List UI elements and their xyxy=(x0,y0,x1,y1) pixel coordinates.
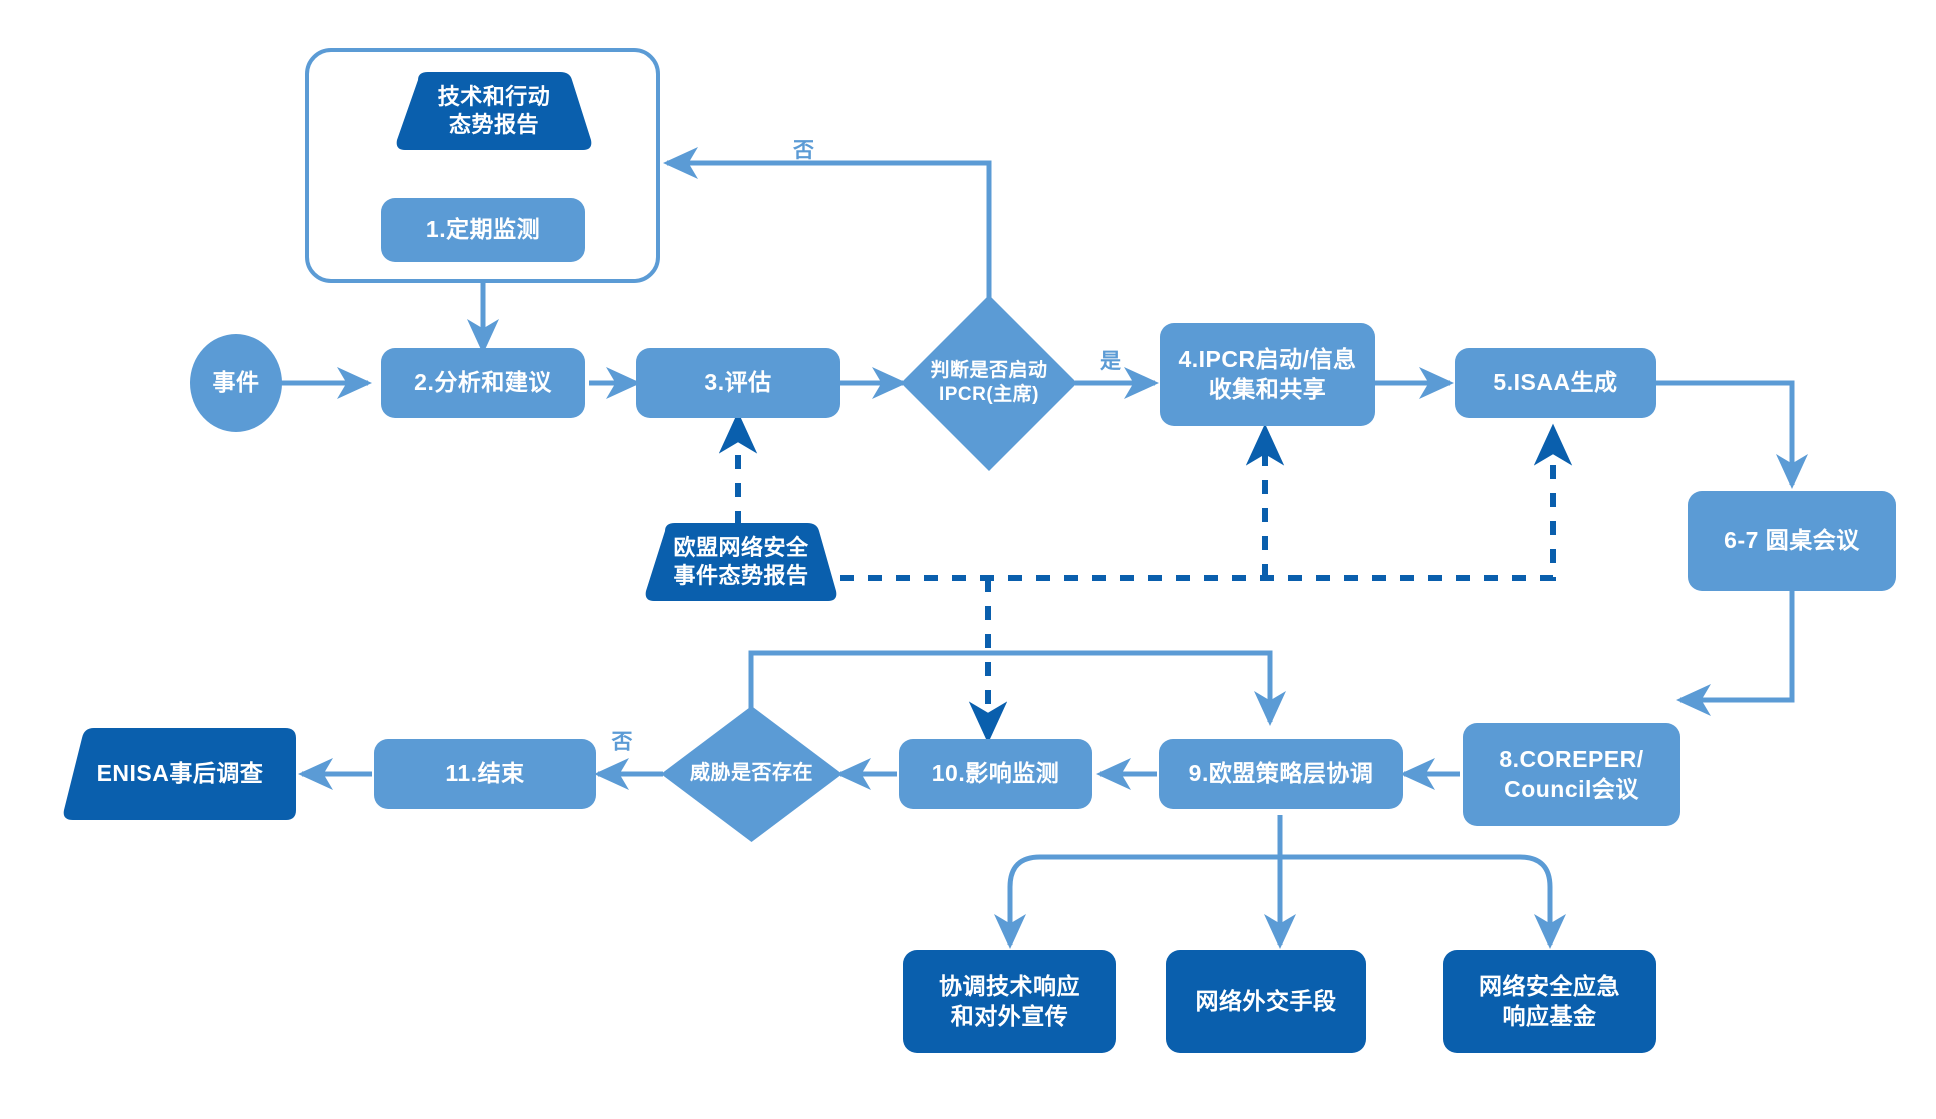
node-tech-report-line1: 技术和行动 xyxy=(437,83,551,109)
node-isaa-generation[interactable]: 5.ISAA生成 xyxy=(1455,348,1656,418)
edge-label-no-top: 否 xyxy=(793,139,814,162)
diamond-shape xyxy=(661,706,842,842)
edge-label-yes: 是 xyxy=(1100,350,1121,373)
node-tech-response-line1: 协调技术响应 xyxy=(939,973,1080,1000)
node-eu-cyber-report-line2: 事件态势报告 xyxy=(673,563,809,588)
node-decision-ipcr-line1: 判断是否启动 xyxy=(930,359,1048,381)
node-ipcr-start[interactable]: 4.IPCR启动/信息 收集和共享 xyxy=(1160,323,1375,426)
node-threat-exists-label: 威胁是否存在 xyxy=(690,762,813,785)
node-enisa-investigation[interactable]: ENISA事后调查 xyxy=(60,726,300,822)
node-eu-cyber-report-line1: 欧盟网络安全 xyxy=(673,534,809,560)
node-impact-monitoring[interactable]: 10.影响监测 xyxy=(899,739,1092,809)
edge-label-no-bottom: 否 xyxy=(609,730,632,751)
node-assessment-label: 3.评估 xyxy=(704,369,772,396)
node-assessment[interactable]: 3.评估 xyxy=(636,348,840,418)
node-end-label: 11.结束 xyxy=(445,760,525,787)
node-roundtable[interactable]: 6-7 圆桌会议 xyxy=(1688,491,1896,591)
node-analysis-advice-label: 2.分析和建议 xyxy=(414,369,552,396)
node-tech-response[interactable]: 协调技术响应 和对外宣传 xyxy=(903,950,1116,1053)
node-isaa-generation-label: 5.ISAA生成 xyxy=(1493,369,1618,396)
node-ipcr-start-line2: 收集和共享 xyxy=(1208,375,1327,402)
node-impact-monitoring-label: 10.影响监测 xyxy=(931,760,1060,787)
monitoring-group-box xyxy=(305,48,660,283)
node-enisa-investigation-label: ENISA事后调查 xyxy=(96,760,264,787)
node-roundtable-label: 6-7 圆桌会议 xyxy=(1724,527,1860,554)
node-incident[interactable]: 事件 xyxy=(190,334,282,432)
node-incident-label: 事件 xyxy=(212,369,260,396)
node-eu-policy-coordination[interactable]: 9.欧盟策略层协调 xyxy=(1159,739,1403,809)
node-decision-ipcr-line2: IPCR(主席) xyxy=(938,384,1040,405)
node-tech-report[interactable]: 技术和行动 态势报告 xyxy=(394,70,594,152)
node-tech-response-line2: 和对外宣传 xyxy=(950,1002,1069,1029)
node-emergency-fund-line1: 网络安全应急 xyxy=(1479,973,1620,1000)
node-eu-policy-coordination-label: 9.欧盟策略层协调 xyxy=(1188,760,1374,787)
node-emergency-fund-line2: 响应基金 xyxy=(1502,1002,1597,1029)
node-periodic-monitoring-label: 1.定期监测 xyxy=(425,216,541,243)
node-cyber-diplomacy[interactable]: 网络外交手段 xyxy=(1166,950,1366,1053)
node-ipcr-start-line1: 4.IPCR启动/信息 xyxy=(1178,346,1357,373)
trapezoid-shape xyxy=(645,523,837,601)
node-periodic-monitoring[interactable]: 1.定期监测 xyxy=(381,198,585,262)
trapezoid-shape xyxy=(396,72,592,150)
node-analysis-advice[interactable]: 2.分析和建议 xyxy=(381,348,585,418)
node-eu-cyber-report[interactable]: 欧盟网络安全 事件态势报告 xyxy=(643,521,839,603)
diamond-shape xyxy=(901,295,1077,471)
node-threat-exists[interactable]: 威胁是否存在 xyxy=(659,704,844,844)
node-tech-report-line2: 态势报告 xyxy=(448,112,539,137)
node-decision-ipcr[interactable]: 判断是否启动 IPCR(主席) xyxy=(899,293,1079,473)
trapezoid-inverted-shape xyxy=(63,728,296,820)
node-coreper-council[interactable]: 8.COREPER/ Council会议 xyxy=(1463,723,1680,826)
node-emergency-fund[interactable]: 网络安全应急 响应基金 xyxy=(1443,950,1656,1053)
node-end[interactable]: 11.结束 xyxy=(374,739,596,809)
node-cyber-diplomacy-label: 网络外交手段 xyxy=(1195,987,1337,1014)
node-coreper-council-line1: 8.COREPER/ xyxy=(1499,746,1644,773)
node-coreper-council-line2: Council会议 xyxy=(1504,775,1639,802)
